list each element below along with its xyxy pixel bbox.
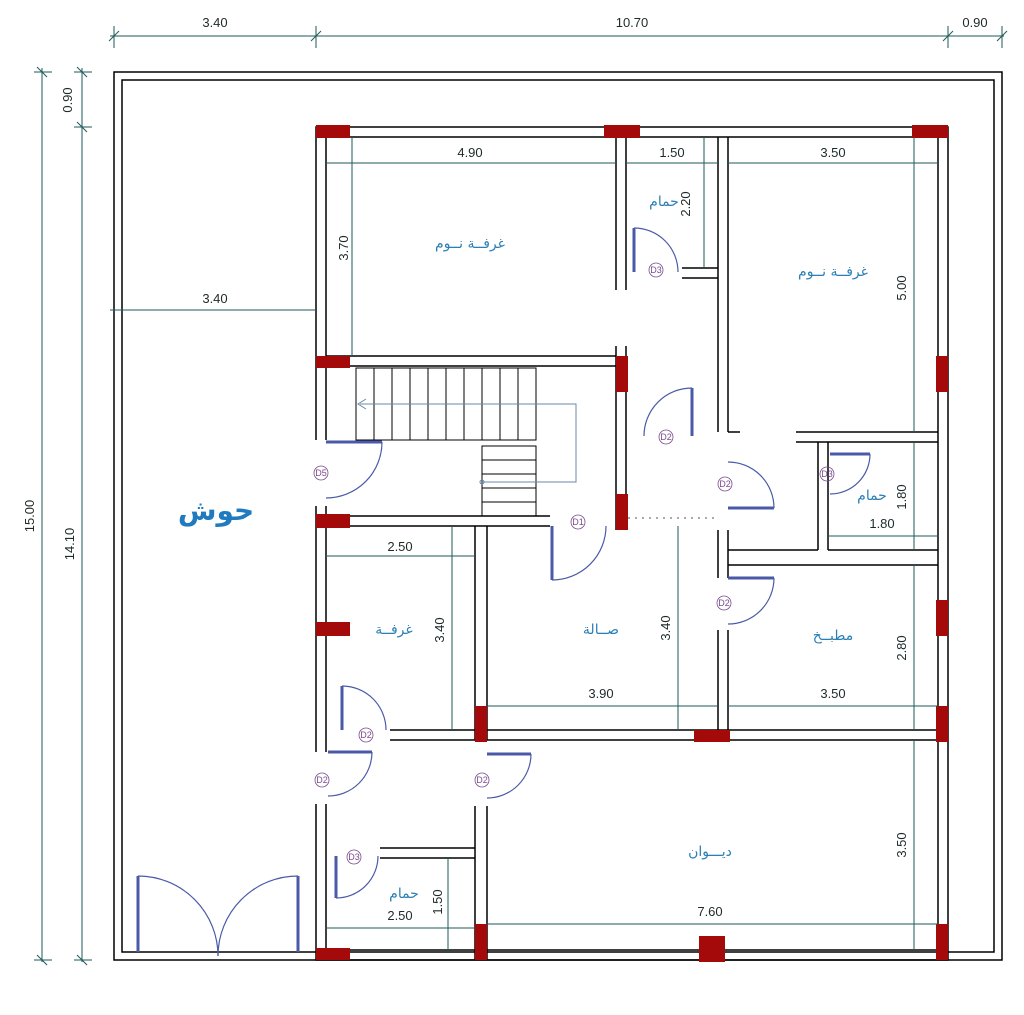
room-label-bath3: حمام xyxy=(389,886,419,902)
dim-left-inner: 14.10 xyxy=(62,528,77,561)
room-label-bed2: غرفــة نــوم xyxy=(798,264,868,280)
dim-top-right: 0.90 xyxy=(962,15,987,30)
door-tag-d2-corridor: D2 xyxy=(660,432,672,442)
dim-top-building: 10.70 xyxy=(616,15,649,30)
room-label-room: غرفــة xyxy=(375,622,412,638)
doors xyxy=(136,227,871,957)
room-label-diwan: ديـــوان xyxy=(688,844,732,860)
dimension-lines xyxy=(34,26,1008,966)
room-label-bath1: حمام xyxy=(649,194,679,210)
openings xyxy=(314,440,718,804)
dim-hall-h: 3.40 xyxy=(658,615,673,640)
dim-left-outer: 15.00 xyxy=(22,500,37,533)
staircase xyxy=(355,367,577,517)
door-tag-d5: D5 xyxy=(315,468,327,478)
dim-bath1-h: 2.20 xyxy=(678,191,693,216)
room-label-kitchen: مطبــخ xyxy=(813,628,853,644)
dim-kitchen-w: 3.50 xyxy=(820,686,845,701)
dim-yard-width: 3.40 xyxy=(202,291,227,306)
dim-bed2-h: 5.00 xyxy=(894,275,909,300)
door-tag-d1: D1 xyxy=(572,517,584,527)
dim-bath1-w: 1.50 xyxy=(659,145,684,160)
room-label-bed1: غرفــة نــوم xyxy=(435,236,505,252)
dim-left-small: 0.90 xyxy=(60,87,75,112)
dim-bed2-w: 3.50 xyxy=(820,145,845,160)
door-tag-d2-left: D2 xyxy=(316,775,328,785)
room-label-yard: حوش xyxy=(178,494,254,527)
door-tag-d3-bath3: D3 xyxy=(348,852,360,862)
door-tag-d2-bed2: D2 xyxy=(719,479,731,489)
door-tag-d3-bath2: D3 xyxy=(821,469,833,479)
dim-diwan-w: 7.60 xyxy=(697,904,722,919)
dim-bed1-w: 4.90 xyxy=(457,145,482,160)
dim-top-yard: 3.40 xyxy=(202,15,227,30)
door-tags xyxy=(313,262,835,865)
room-label-bath2: حمام xyxy=(857,488,887,504)
dim-bath3-h: 1.50 xyxy=(430,889,445,914)
columns xyxy=(316,125,948,962)
dim-bath2-h: 1.80 xyxy=(894,484,909,509)
dim-bath2-w: 1.80 xyxy=(869,516,894,531)
dim-kitchen-h: 2.80 xyxy=(894,635,909,660)
door-tag-d2-kitchen: D2 xyxy=(718,598,730,608)
door-tag-d3-bath1: D3 xyxy=(650,265,662,275)
dim-diwan-h: 3.50 xyxy=(894,832,909,857)
dim-room-h: 3.40 xyxy=(432,617,447,642)
dim-bed1-h: 3.70 xyxy=(336,235,351,260)
dim-room-w: 2.50 xyxy=(387,539,412,554)
room-label-hall: صــالة xyxy=(583,622,619,638)
door-tag-d2-diwan: D2 xyxy=(476,775,488,785)
dim-bath3-w: 2.50 xyxy=(387,908,412,923)
dim-hall-w: 3.90 xyxy=(588,686,613,701)
door-tag-d2-room: D2 xyxy=(360,730,372,740)
